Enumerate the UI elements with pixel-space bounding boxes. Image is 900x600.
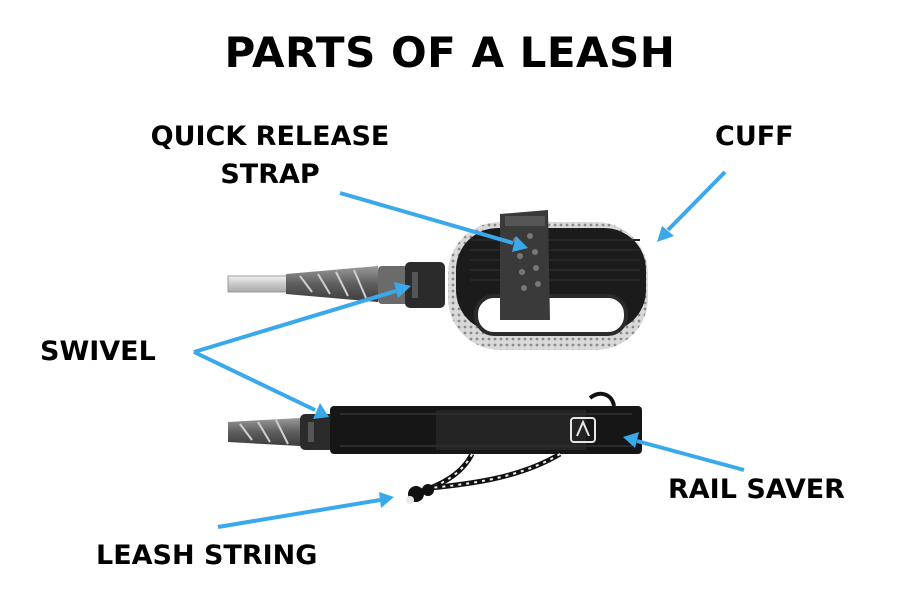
label-rail-saver: RAIL SAVER xyxy=(668,474,845,505)
arrow-leash-string xyxy=(217,492,394,529)
arrow-swivel-lower xyxy=(193,350,329,419)
upper-cord-boot xyxy=(286,266,378,302)
diagram-title: PARTS OF A LEASH xyxy=(224,28,676,77)
arrow-swivel-upper xyxy=(193,282,411,354)
label-quick-release-line2: STRAP xyxy=(220,159,320,190)
lower-cord-boot xyxy=(228,418,300,446)
arrow-quick-release xyxy=(339,191,528,252)
arrow-rail-saver xyxy=(623,432,745,472)
label-leash-string: LEASH STRING xyxy=(96,540,318,571)
leash-string xyxy=(406,391,616,504)
label-swivel: SWIVEL xyxy=(40,336,156,367)
label-quick-release-strap: QUICK RELEASE STRAP xyxy=(120,118,420,194)
quick-release-strap xyxy=(500,210,550,320)
label-quick-release-line1: QUICK RELEASE xyxy=(150,121,390,152)
arrow-cuff xyxy=(657,170,727,242)
upper-swivel xyxy=(378,262,445,308)
rail-saver xyxy=(330,406,642,454)
label-cuff: CUFF xyxy=(715,121,794,152)
lower-swivel xyxy=(300,414,334,450)
upper-cord xyxy=(227,275,289,293)
